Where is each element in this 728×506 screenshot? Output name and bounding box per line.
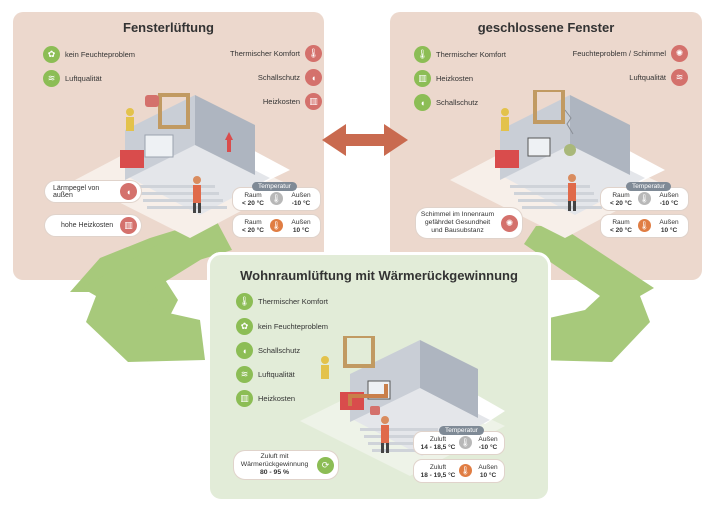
window-open [144, 134, 174, 158]
house-illustration-left [75, 93, 290, 238]
bottom-pro-1: 🌡 Thermischer Komfort [236, 293, 333, 310]
air-icon: ≋ [671, 69, 688, 86]
left-callout-noise: Lärmpegel von außen ◖ [45, 181, 141, 202]
sound-icon: ◖ [236, 342, 253, 359]
right-temp-row-1: Raum< 20 °C 🌡 Außen-10 °C [601, 188, 688, 210]
recycle-icon: ⟳ [315, 454, 336, 476]
thermometer-cold-icon: 🌡 [638, 192, 651, 205]
left-temp-header: Temperatur [252, 182, 297, 191]
right-con-2: Luftqualität ≋ [624, 69, 688, 86]
right-temp-header: Temperatur [626, 182, 671, 191]
sound-icon: ◖ [118, 181, 139, 202]
radiator-icon: ▥ [305, 93, 322, 110]
thermometer-warm-icon: 🌡 [270, 219, 283, 232]
thermometer-icon: 🌡 [414, 46, 431, 63]
warm-air-arrow [225, 132, 233, 152]
left-con-2: Schallschutz ◖ [253, 69, 322, 86]
air-icon: ≋ [43, 70, 60, 87]
left-callout-heating: hohe Heizkosten ▥ [45, 215, 141, 236]
person [193, 176, 201, 184]
bottom-temp-header: Temperatur [439, 426, 484, 435]
vent-duct [348, 384, 388, 406]
mold-spot [564, 144, 576, 156]
right-pro-1: 🌡 Thermischer Komfort [414, 46, 511, 63]
bottom-pro-4: ≋ Luftqualität [236, 366, 300, 383]
thermometer-icon: 🌡 [236, 293, 253, 310]
right-con-1: Feuchteproblem / Schimmel ✺ [568, 45, 688, 62]
bottom-pro-3: ◖ Schallschutz [236, 342, 305, 359]
radiator-icon: ▥ [414, 70, 431, 87]
thermometer-warm-icon: 🌡 [638, 219, 651, 232]
right-pro-3: ◖ Schallschutz [414, 94, 483, 111]
mold-free-icon: ✿ [43, 46, 60, 63]
sound-badge [145, 95, 159, 107]
window-closed [527, 137, 551, 157]
wall-right [195, 95, 255, 175]
right-pro-2: ▥ Heizkosten [414, 70, 478, 87]
sound-icon: ◖ [414, 94, 431, 111]
left-pro-2: ≋ Luftqualität [43, 70, 107, 87]
air-icon: ≋ [236, 366, 253, 383]
left-con-3: Heizkosten ▥ [258, 93, 322, 110]
sound-icon: ◖ [305, 69, 322, 86]
left-temp-row-1: Raum< 20 °C 🌡 Außen-10 °C [233, 188, 320, 210]
mold-cracks [564, 109, 574, 135]
green-arrow-left-shape [82, 226, 226, 362]
radiator-icon: ▥ [236, 390, 253, 407]
green-arrow-right-shape [524, 226, 654, 362]
thermometer-cold-icon: 🌡 [459, 436, 472, 449]
radiator-icon: ▥ [118, 215, 139, 236]
scaffold [120, 150, 144, 168]
window-frame-out [158, 93, 190, 129]
mold-free-icon: ✿ [236, 318, 253, 335]
thermometer-cold-icon: 🌡 [270, 192, 283, 205]
thermometer-warm-icon: 🌡 [459, 464, 472, 477]
left-pro-1: ✿ kein Feuchteproblem [43, 46, 140, 63]
heart-badge [370, 406, 380, 415]
double-arrow [322, 124, 408, 156]
left-title: Fensterlüftung [123, 20, 214, 35]
bottom-pro-5: ▥ Heizkosten [236, 390, 300, 407]
left-con-1: Thermischer Komfort 🌡 [225, 45, 322, 62]
bottom-pro-2: ✿ kein Feuchteproblem [236, 318, 333, 335]
mold-icon: ✺ [499, 212, 520, 234]
thermometer-icon: 🌡 [305, 45, 322, 62]
worker [126, 108, 134, 116]
mold-icon: ✺ [671, 45, 688, 62]
right-title: geschlossene Fenster [477, 20, 615, 35]
bottom-title: Wohnraumlüftung mit Wärmerückgewinnung [240, 268, 518, 283]
